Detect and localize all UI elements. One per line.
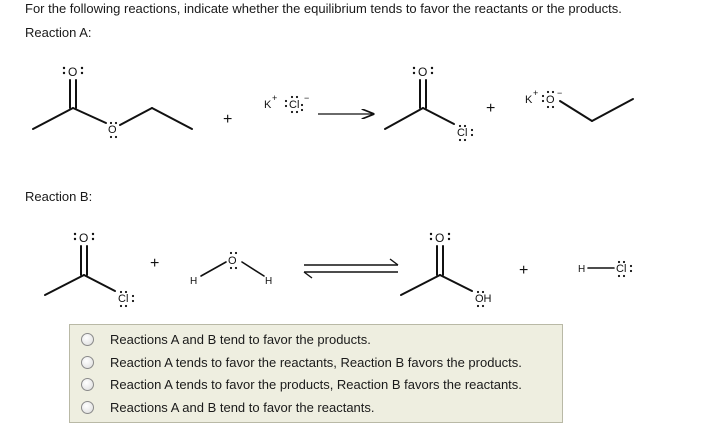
plus-sign: + bbox=[150, 255, 159, 272]
cation-charge: + bbox=[533, 88, 538, 98]
carbonyl-oxygen: O bbox=[435, 231, 444, 245]
reactant-acyl-chloride: O Cl bbox=[44, 231, 135, 308]
reaction-scheme: O O + K + Cl − O Cl + K + O − bbox=[32, 65, 634, 308]
carbonyl-oxygen: O bbox=[68, 65, 77, 79]
reaction-b-label: Reaction B: bbox=[25, 189, 93, 204]
radio-button[interactable] bbox=[81, 333, 94, 346]
option-3[interactable]: Reaction A tends to favor the products, … bbox=[70, 374, 562, 396]
hydrogen-atom: H bbox=[190, 276, 197, 287]
hydrogen-atom: H bbox=[578, 264, 585, 275]
alkoxide-oxygen: O bbox=[546, 94, 555, 106]
option-label: Reaction A tends to favor the products, … bbox=[110, 377, 522, 392]
radio-button[interactable] bbox=[81, 401, 94, 414]
reactant-ester-a: O O bbox=[32, 65, 193, 139]
anion-charge: − bbox=[304, 93, 309, 103]
radio-button[interactable] bbox=[81, 378, 94, 391]
potassium-ethoxide: K + O − bbox=[525, 88, 634, 122]
carbonyl-oxygen: O bbox=[418, 65, 427, 79]
option-4[interactable]: Reactions A and B tend to favor the reac… bbox=[70, 397, 562, 419]
option-2[interactable]: Reaction A tends to favor the reactants,… bbox=[70, 352, 562, 374]
water-molecule: H O H bbox=[190, 251, 272, 287]
potassium-symbol: K bbox=[264, 99, 272, 111]
cation-charge: + bbox=[272, 93, 277, 103]
reaction-a-label: Reaction A: bbox=[25, 25, 92, 40]
product-carboxylic-acid: O OH bbox=[400, 231, 492, 308]
option-label: Reactions A and B tend to favor the prod… bbox=[110, 332, 371, 347]
anion-charge: − bbox=[557, 88, 562, 98]
answer-options: Reactions A and B tend to favor the prod… bbox=[69, 324, 563, 423]
equilibrium-arrows bbox=[303, 258, 399, 279]
product-acyl-chloride: O Cl bbox=[384, 65, 474, 142]
plus-sign: + bbox=[486, 100, 495, 117]
hydroxyl-group: OH bbox=[475, 293, 492, 305]
carbonyl-oxygen: O bbox=[79, 231, 88, 245]
water-oxygen: O bbox=[228, 255, 237, 267]
plus-sign: + bbox=[519, 262, 528, 279]
ester-oxygen: O bbox=[108, 124, 117, 136]
option-label: Reactions A and B tend to favor the reac… bbox=[110, 400, 375, 415]
chlorine-atom: Cl bbox=[118, 293, 128, 305]
radio-button[interactable] bbox=[81, 356, 94, 369]
option-1[interactable]: Reactions A and B tend to favor the prod… bbox=[70, 329, 562, 351]
hydrogen-atom: H bbox=[265, 276, 272, 287]
hydrogen-chloride: H Cl bbox=[578, 260, 633, 278]
chlorine-atom: Cl bbox=[616, 263, 626, 275]
option-label: Reaction A tends to favor the reactants,… bbox=[110, 355, 522, 370]
potassium-chloride: K + Cl − bbox=[264, 93, 309, 114]
chlorine-atom: Cl bbox=[457, 127, 467, 139]
question-prompt: For the following reactions, indicate wh… bbox=[25, 1, 622, 16]
plus-sign: + bbox=[223, 111, 232, 128]
potassium-symbol: K bbox=[525, 94, 533, 106]
chloride-symbol: Cl bbox=[289, 99, 299, 111]
